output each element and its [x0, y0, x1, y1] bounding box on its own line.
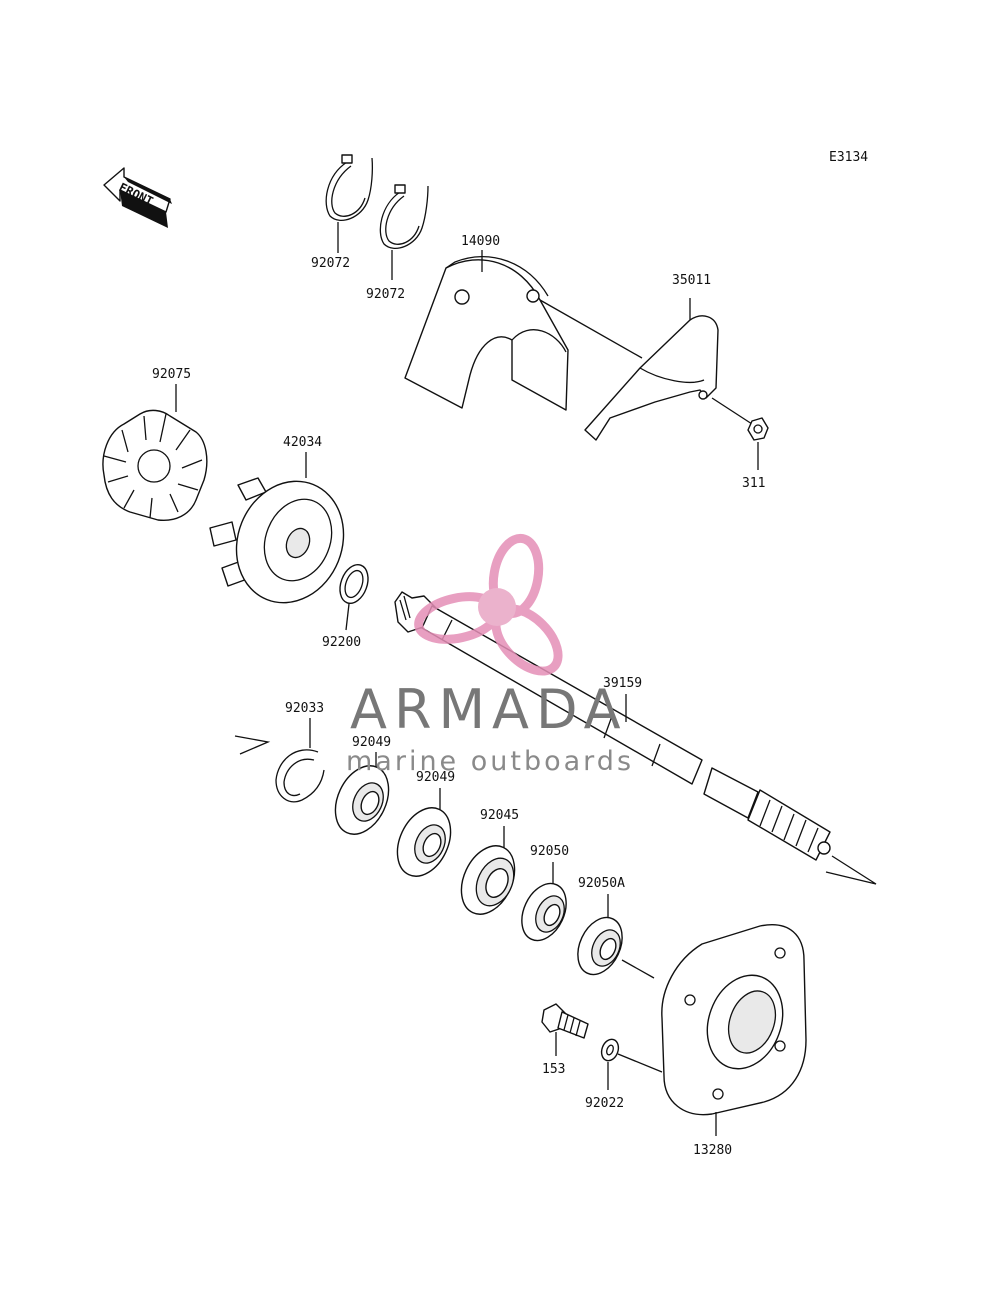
- part-label-92050: 92050: [530, 844, 569, 859]
- part-label-39159: 39159: [603, 676, 642, 691]
- watermark-brand: ARMADA: [350, 678, 628, 741]
- nut-311: [747, 417, 769, 441]
- part-label-42034: 42034: [283, 435, 322, 450]
- bearing-92045: [460, 845, 516, 915]
- part-label-92072-b: 92072: [366, 287, 405, 302]
- damper-92075: [102, 409, 208, 522]
- armada-logo: [414, 533, 563, 676]
- clamp-92072-b: [379, 184, 429, 249]
- part-label-92022: 92022: [585, 1096, 624, 1111]
- part-label-311: 311: [742, 476, 765, 491]
- seal-92050A: [577, 916, 623, 976]
- part-label-14090: 14090: [461, 234, 500, 249]
- part-label-13280: 13280: [693, 1143, 732, 1158]
- part-label-92049-a: 92049: [352, 735, 391, 750]
- part-label-92072-a: 92072: [311, 256, 350, 271]
- part-label-92075: 92075: [152, 367, 191, 382]
- cover-14090: [404, 255, 569, 411]
- clamp-92072-a: [325, 154, 374, 221]
- part-label-153: 153: [542, 1062, 565, 1077]
- seal-92050: [521, 882, 567, 942]
- drive-shaft-39159: [394, 591, 831, 861]
- part-label-92050A: 92050A: [578, 876, 625, 891]
- bearing-housing-13280: [661, 924, 807, 1116]
- diagram-code: E3134: [829, 150, 868, 165]
- watermark-tagline: marine outboards: [346, 746, 634, 777]
- washer-92022: [600, 1038, 620, 1062]
- part-label-92033: 92033: [285, 701, 324, 716]
- bolt-153: [541, 1003, 589, 1039]
- part-label-35011: 35011: [672, 273, 711, 288]
- seal-92049-a: [334, 765, 390, 835]
- part-label-92045: 92045: [480, 808, 519, 823]
- part-label-92200: 92200: [322, 635, 361, 650]
- washer-92200: [339, 563, 369, 605]
- part-label-92049-b: 92049: [416, 770, 455, 785]
- impeller-42034: [209, 477, 345, 604]
- seal-92049-b: [396, 807, 452, 877]
- front-arrow-icon: FRONT: [103, 167, 172, 228]
- circlip-92033: [275, 749, 325, 803]
- bracket-35011: [584, 315, 719, 441]
